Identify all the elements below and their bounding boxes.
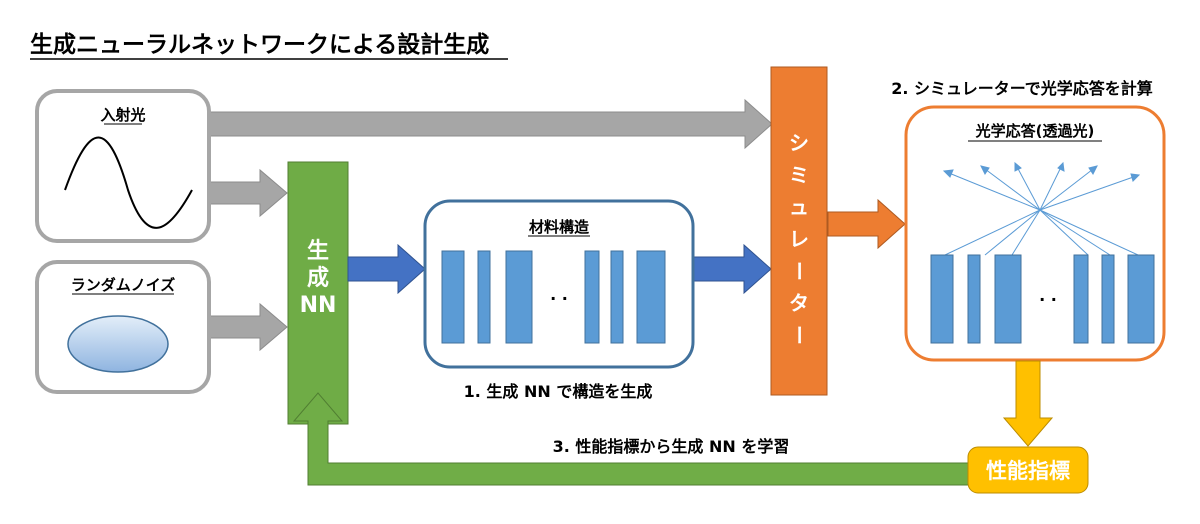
arrow-response-to-performance: [1002, 360, 1054, 447]
generator-label-3: NN: [300, 293, 337, 318]
ray: [1014, 162, 1041, 211]
arrow-feedback-to-generator: [292, 392, 969, 486]
simulator-char: レ: [789, 227, 809, 251]
structure-bar: [636, 250, 666, 344]
generator-nn-box: [287, 161, 349, 425]
structure-bar: [505, 250, 533, 344]
response-bar: [994, 254, 1022, 344]
arrow-generator-to-structure: [347, 243, 426, 295]
ray: [1039, 174, 1140, 211]
ray-arrowhead: [1130, 173, 1141, 182]
ray: [1039, 209, 1111, 256]
simulator-char: ー: [787, 261, 811, 281]
structure-bars: [441, 250, 666, 344]
simulator-box: [770, 66, 828, 396]
optical-response-label: 光学応答(透過光): [975, 122, 1095, 140]
ray: [1039, 209, 1089, 256]
ray: [943, 170, 1041, 211]
ray: [1039, 162, 1064, 211]
ray: [944, 209, 1041, 256]
simulator-label: シ ミ ュ レ ー タ ー: [787, 131, 811, 345]
sine-wave-icon: [64, 136, 193, 229]
material-structure-box: [423, 199, 695, 369]
transmitted-rays: [942, 161, 1141, 256]
generator-label-1: 生: [307, 239, 329, 264]
arrow-noise-to-generator: [209, 302, 288, 352]
step2-label: 2. シミュレーターで光学応答を計算: [891, 79, 1153, 98]
random-noise-label: ランダムノイズ: [71, 276, 176, 294]
ray-arrowhead: [980, 165, 990, 175]
arrow-light-to-simulator: [209, 98, 773, 150]
response-ellipsis: · ·: [1039, 290, 1057, 309]
response-bar: [1127, 254, 1155, 344]
noise-ellipse-icon: [67, 315, 169, 373]
simulator-char: ミ: [789, 163, 809, 187]
simulator-char: ー: [787, 325, 811, 345]
response-bar: [1073, 254, 1089, 344]
ray-arrowhead: [1088, 165, 1098, 175]
material-structure-label: 材料構造: [529, 218, 589, 236]
ray: [984, 209, 1041, 256]
structure-bar: [610, 250, 624, 344]
ray: [1039, 165, 1098, 211]
ray: [980, 165, 1041, 211]
response-bars: [930, 254, 1155, 344]
structure-ellipsis: · ·: [550, 289, 568, 308]
arrow-light-to-generator: [209, 168, 288, 218]
performance-index-label: 性能指標: [986, 459, 1070, 483]
structure-bar: [441, 250, 465, 344]
structure-bar: [477, 250, 491, 344]
structure-bar: [584, 250, 600, 344]
diagram-title: 生成ニューラルネットワークによる設計生成: [30, 31, 489, 58]
simulator-char: シ: [789, 131, 809, 155]
response-bar: [1101, 254, 1115, 344]
incident-light-label: 入射光: [100, 106, 145, 124]
step1-label: 1. 生成 NN で構造を生成: [464, 382, 653, 401]
ray-arrowhead: [1014, 161, 1022, 172]
generator-label-2: 成: [307, 266, 329, 291]
arrow-simulator-to-response: [827, 198, 906, 250]
step3-label: 3. 性能指標から生成 NN を学習: [553, 437, 790, 456]
simulator-char: ュ: [789, 195, 809, 219]
ray-arrowhead: [1057, 161, 1065, 172]
performance-index-box: [967, 446, 1089, 494]
incident-light-box: [35, 89, 211, 243]
ray: [1011, 209, 1041, 256]
response-bar: [930, 254, 954, 344]
ray: [1039, 209, 1139, 256]
arrow-structure-to-simulator: [693, 243, 772, 295]
ray-arrowhead: [942, 169, 954, 178]
simulator-char: タ: [789, 291, 809, 315]
response-bar: [967, 254, 981, 344]
